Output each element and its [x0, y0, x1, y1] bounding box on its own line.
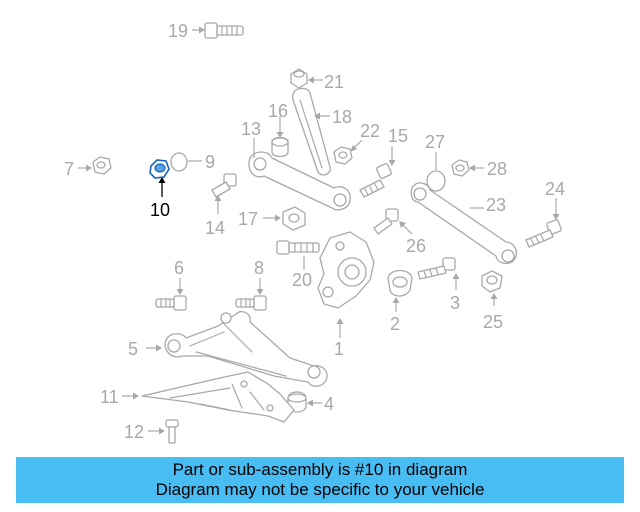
part-25-bushing [481, 270, 503, 293]
callout-25: 25 [483, 312, 503, 332]
callout-22: 22 [360, 121, 380, 141]
banner-line-2: Diagram may not be specific to your vehi… [155, 480, 485, 499]
part-10-nut-highlighted [149, 159, 170, 179]
callout-15: 15 [388, 126, 408, 146]
part-16-bushing [271, 136, 289, 158]
part-1-knuckle [317, 231, 375, 309]
callout-4: 4 [324, 394, 334, 414]
part-26-bolt [373, 208, 399, 235]
part-13-control-arm [248, 151, 351, 211]
part-4-bushing [287, 391, 307, 413]
callout-9: 9 [205, 152, 215, 172]
callout-6: 6 [174, 258, 184, 278]
callout-24: 24 [545, 179, 565, 199]
part-14-bolt [211, 173, 237, 198]
part-2-bushing [387, 269, 413, 297]
callout-1: 1 [334, 339, 344, 359]
part-22-nut [333, 146, 353, 165]
part-9-ring [170, 152, 188, 172]
callout-13: 13 [241, 119, 261, 139]
callout-18: 18 [332, 107, 352, 127]
banner-line-1: Part or sub-assembly is #10 in diagram [172, 460, 468, 479]
callout-27: 27 [425, 132, 445, 152]
callout-16: 16 [268, 101, 288, 121]
parts-diagram: 19 21 18 16 22 13 15 [64, 21, 565, 444]
part-21-nut [290, 68, 308, 89]
callout-10: 10 [150, 200, 170, 220]
callout-20: 20 [292, 270, 312, 290]
part-3-bolt [417, 257, 456, 280]
info-banner: Part or sub-assembly is #10 in diagram D… [16, 457, 624, 503]
part-28-nut [451, 159, 470, 177]
callout-17: 17 [238, 209, 258, 229]
callout-19: 19 [168, 21, 188, 41]
part-23-control-arm [410, 182, 518, 265]
part-12-screw [165, 419, 179, 444]
callout-12: 12 [124, 422, 144, 442]
part-5-lower-arm [164, 310, 328, 387]
part-6-bolt [155, 295, 187, 311]
part-15-bolt [359, 163, 392, 198]
callout-2: 2 [390, 314, 400, 334]
part-24-bolt [525, 219, 562, 248]
part-17-bushing [282, 206, 306, 231]
part-19-bolt [204, 22, 244, 39]
callout-21: 21 [324, 72, 344, 92]
callout-28: 28 [487, 159, 507, 179]
callout-3: 3 [450, 293, 460, 313]
callout-14: 14 [205, 218, 225, 238]
part-27-ring [426, 170, 446, 192]
part-20-bolt [276, 240, 320, 255]
part-11-shield [141, 371, 295, 423]
callout-5: 5 [128, 339, 138, 359]
callout-11: 11 [100, 387, 119, 407]
callout-8: 8 [254, 258, 264, 278]
callout-23: 23 [486, 195, 506, 215]
part-18-link [291, 87, 331, 176]
part-7-nut [92, 156, 112, 175]
callout-26: 26 [406, 236, 426, 256]
part-8-bolt [235, 295, 267, 311]
callout-7: 7 [64, 159, 74, 179]
